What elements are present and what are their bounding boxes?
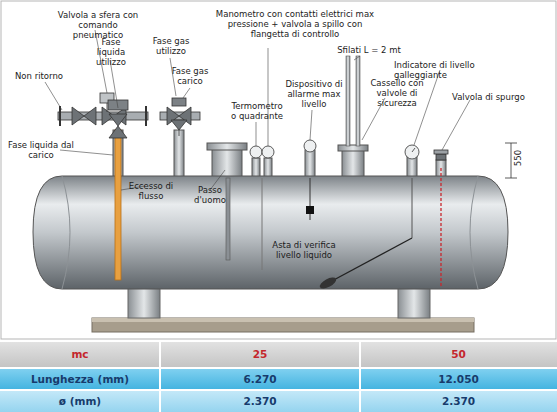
table-cell: 6.270 [160,373,360,385]
table-cell: 50 [360,348,557,360]
callout-label: Non ritorno [12,71,66,81]
callout-label: Cassello con valvole di sicurezza [362,78,432,108]
callout-label: Manometro con contatti elettrici max pre… [212,9,378,39]
table-cell: mc [0,348,160,360]
table-cell: 12.050 [360,373,557,385]
callout-label: Eccesso di flusso [124,181,178,201]
callout-label: Asta di verifica livello liquido [266,240,342,260]
callout-label: Fase liquida utilizzo [86,37,136,67]
callout-label: Indicatore di livello galleggiante [394,60,524,80]
table-cell: 2.370 [360,395,557,407]
table-cell: 25 [160,348,360,360]
table-cell: Lunghezza (mm) [0,373,160,385]
table-cell: ø (mm) [0,395,160,407]
callout-label: Sfilati L = 2 mt [330,45,408,55]
callout-label: Fase gas utilizzo [146,36,196,56]
callout-label: Fase liquida dal carico [6,140,76,160]
table-cell: 2.370 [160,395,360,407]
callout-label: Termometro o quadrante [228,101,286,121]
callout-label: Valvola di spurgo [452,92,542,102]
dimension-label: 550 [513,146,523,170]
callout-label: Valvola a sfera con comando pneumatico [52,10,144,40]
callout-label: Fase gas carico [162,66,218,86]
callout-label: Passo d'uomo [188,185,232,205]
callout-label: Dispositivo di allarme max livello [282,79,346,109]
